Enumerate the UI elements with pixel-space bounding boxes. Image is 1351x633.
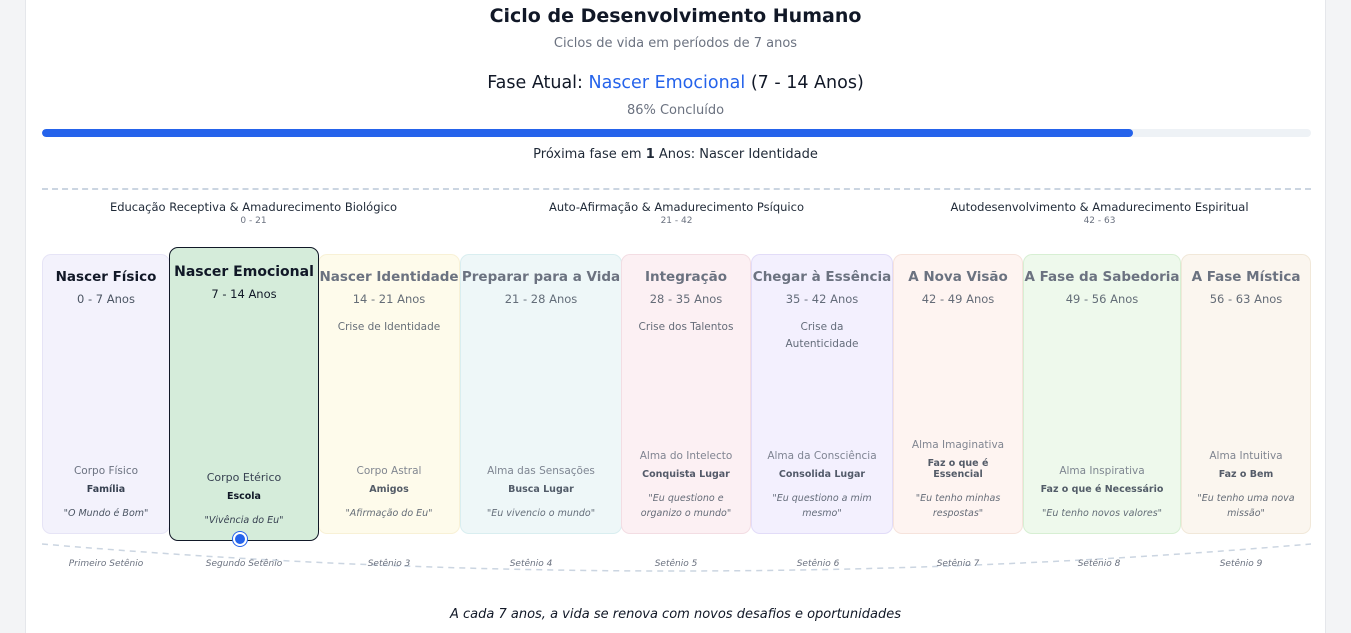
phase-card-nascer-emocional[interactable]: Nascer Emocional 7 - 14 Anos Corpo Etéri… — [169, 247, 319, 541]
phase-name: Integração — [644, 269, 728, 285]
phase-card-chegar-essencia[interactable]: Chegar à Essência 35 - 42 Anos Crise da … — [751, 254, 893, 534]
phase-name: A Fase da Sabedoria — [1024, 269, 1180, 285]
progress-percentage: 86% Concluído — [626, 103, 725, 118]
next-phase-text: Próxima fase em 1 Anos: Nascer Identidad… — [26, 147, 1325, 162]
setenio-label: Segundo Setênio — [205, 559, 283, 569]
phase-range: 14 - 21 Anos — [352, 292, 426, 306]
phase-range: 0 - 7 Anos — [77, 292, 135, 306]
progress-bar-fill — [42, 129, 1134, 137]
section-divider — [42, 188, 1311, 190]
phase-quote: "O Mundo é Bom" — [63, 508, 149, 519]
page-container: Ciclo de Desenvolvimento Humano Ciclos d… — [25, 0, 1326, 633]
group-range: 0 - 21 — [240, 216, 267, 226]
phase-quote: "Eu vivencio o mundo" — [486, 508, 596, 519]
next-phase-prefix: Próxima fase em — [533, 147, 646, 162]
phase-name: A Fase Mística — [1191, 269, 1301, 285]
phase-body: Alma da Consciência — [767, 450, 877, 462]
current-position-marker — [233, 532, 247, 546]
phase-groups: Educação Receptiva & Amadurecimento Biol… — [42, 200, 1311, 232]
phase-body: Alma Imaginativa — [911, 439, 1005, 451]
group-spiritual: Autodesenvolvimento & Amadurecimento Esp… — [888, 200, 1311, 232]
phase-quote: "Eu tenho uma nova missão" — [1197, 493, 1295, 519]
phase-task: Escola — [227, 491, 261, 502]
phase-range: 28 - 35 Anos — [649, 292, 723, 306]
group-range: 42 - 63 — [1083, 216, 1116, 226]
setenio-label: Setênio 9 — [1219, 559, 1263, 569]
phase-range: 49 - 56 Anos — [1065, 292, 1139, 306]
phase-quote: "Eu questiono a mim mesmo" — [772, 493, 872, 519]
group-name: Auto-Afirmação & Amadurecimento Psíquico — [549, 200, 804, 214]
phase-task: Consolida Lugar — [778, 469, 866, 480]
group-biological: Educação Receptiva & Amadurecimento Biol… — [42, 200, 465, 232]
phase-task: Faz o que é Essencial — [927, 458, 989, 480]
phase-quote: "Eu tenho minhas respostas" — [915, 493, 1001, 519]
phase-card-nascer-identidade[interactable]: Nascer Identidade 14 - 21 Anos Crise de … — [318, 254, 460, 534]
phase-range: 42 - 49 Anos — [921, 292, 995, 306]
phase-task: Faz o que é Necessário — [1040, 484, 1164, 495]
phase-range: 21 - 28 Anos — [504, 292, 578, 306]
phase-body: Corpo Etérico — [206, 471, 282, 484]
phase-card-integracao[interactable]: Integração 28 - 35 Anos Crise dos Talent… — [621, 254, 751, 534]
phase-task: Amigos — [369, 484, 409, 495]
progress-bar — [42, 129, 1311, 137]
group-psychic: Auto-Afirmação & Amadurecimento Psíquico… — [465, 200, 888, 232]
phase-body: Alma Intuitiva — [1209, 450, 1283, 462]
phase-crisis: Crise dos Talentos — [638, 321, 734, 333]
phase-task: Conquista Lugar — [642, 469, 730, 480]
group-range: 21 - 42 — [660, 216, 693, 226]
phase-quote: "Eu questiono e organizo o mundo" — [640, 493, 732, 519]
phase-range: 7 - 14 Anos — [211, 287, 277, 301]
phase-crisis: Crise de Identidade — [337, 321, 441, 333]
setenio-label: Setênio 5 — [654, 559, 698, 569]
current-phase-range: (7 - 14 Anos) — [745, 73, 864, 93]
setenio-label: Setênio 3 — [367, 559, 411, 569]
setenio-label: Primeiro Setênio — [68, 559, 144, 569]
current-phase-name: Nascer Emocional — [588, 73, 746, 93]
phase-body: Alma do Intelecto — [639, 450, 733, 462]
phase-card-nascer-fisico[interactable]: Nascer Físico 0 - 7 Anos Corpo Físico Fa… — [42, 254, 170, 534]
current-phase-heading: Fase Atual: Nascer Emocional (7 - 14 Ano… — [26, 73, 1325, 93]
phase-name: Nascer Físico — [55, 269, 157, 285]
phase-task: Faz o Bem — [1218, 469, 1274, 480]
phase-body: Alma das Sensações — [487, 465, 595, 477]
phase-card-nova-visao[interactable]: A Nova Visão 42 - 49 Anos Alma Imaginati… — [893, 254, 1023, 534]
setenio-labels: Primeiro Setênio Segundo Setênio Setênio… — [26, 559, 1325, 573]
footer-note: A cada 7 anos, a vida se renova com novo… — [449, 607, 902, 622]
phase-range: 56 - 63 Anos — [1209, 292, 1283, 306]
phase-name: A Nova Visão — [908, 269, 1008, 285]
phase-crisis: Crise da Autenticidade — [785, 321, 859, 350]
phase-task: Família — [86, 484, 126, 495]
setenio-label: Setênio 6 — [796, 559, 840, 569]
next-phase-suffix: Anos: Nascer Identidade — [654, 147, 818, 162]
phase-quote: "Vivência do Eu" — [204, 515, 284, 526]
phase-quote: "Afirmação do Eu" — [345, 508, 433, 519]
phase-card-preparar-vida[interactable]: Preparar para a Vida 21 - 28 Anos Alma d… — [460, 254, 622, 534]
timeline-arc — [42, 543, 1311, 572]
group-name: Autodesenvolvimento & Amadurecimento Esp… — [950, 200, 1249, 214]
phase-name: Nascer Identidade — [319, 269, 459, 285]
setenio-label: Setênio 7 — [936, 559, 980, 569]
phase-name: Nascer Emocional — [174, 264, 314, 280]
phase-quote: "Eu tenho novos valores" — [1041, 508, 1163, 519]
phase-name: Preparar para a Vida — [461, 269, 621, 285]
phase-range: 35 - 42 Anos — [785, 292, 859, 306]
phase-name: Chegar à Essência — [752, 269, 892, 285]
page-title: Ciclo de Desenvolvimento Humano — [489, 5, 862, 27]
phase-card-fase-sabedoria[interactable]: A Fase da Sabedoria 49 - 56 Anos Alma In… — [1023, 254, 1181, 534]
current-phase-prefix: Fase Atual: — [487, 73, 589, 93]
phase-body: Corpo Físico — [73, 465, 139, 477]
setenio-label: Setênio 4 — [509, 559, 553, 569]
setenio-label: Setênio 8 — [1077, 559, 1121, 569]
phase-card-fase-mistica[interactable]: A Fase Mística 56 - 63 Anos Alma Intuiti… — [1181, 254, 1311, 534]
group-name: Educação Receptiva & Amadurecimento Biol… — [109, 200, 398, 214]
page-subtitle: Ciclos de vida em períodos de 7 anos — [553, 36, 798, 51]
phase-task: Busca Lugar — [508, 484, 574, 495]
phase-body: Corpo Astral — [356, 465, 422, 477]
next-phase-years: 1 — [645, 147, 655, 162]
phase-body: Alma Inspirativa — [1059, 465, 1145, 477]
